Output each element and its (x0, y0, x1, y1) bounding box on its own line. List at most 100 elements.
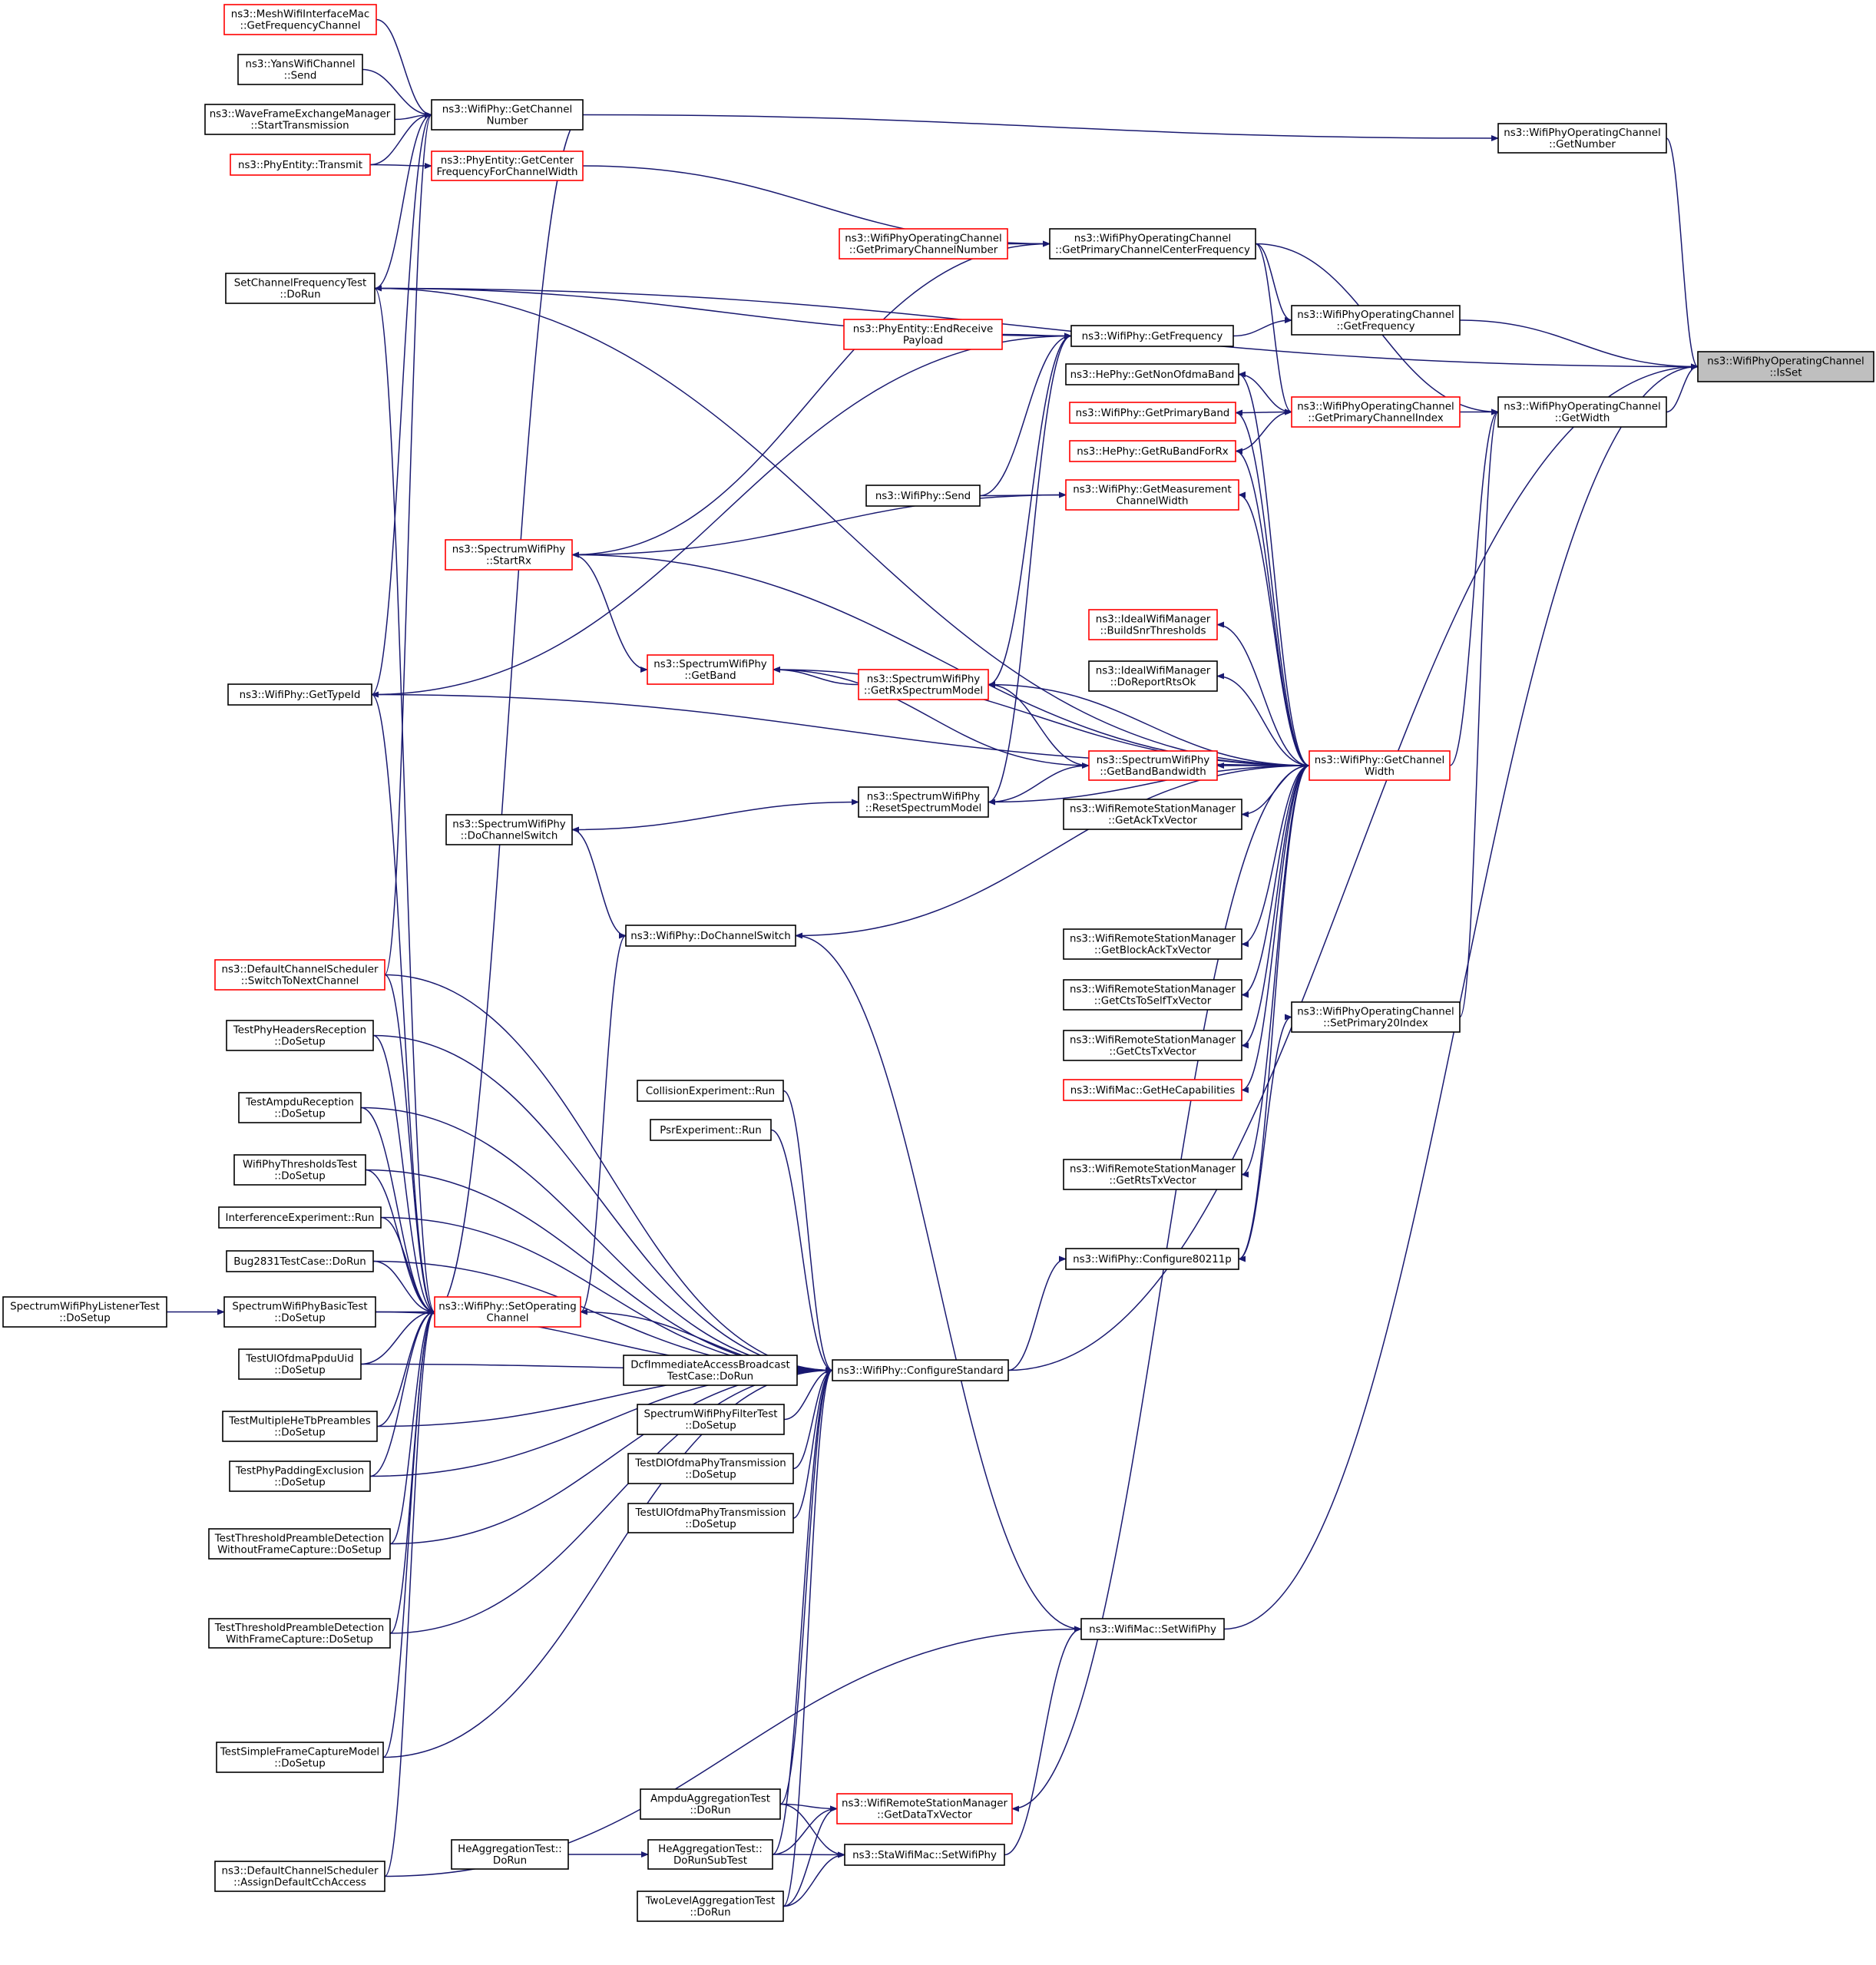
node-testDlOfdma[interactable]: TestDlOfdmaPhyTransmission::DoSetup (627, 1453, 794, 1484)
node-wrsmGetBlockAck[interactable]: ns3::WifiRemoteStationManager::GetBlockA… (1063, 928, 1242, 960)
node-box (1063, 979, 1242, 1011)
edge-wifiPhyGetChannelWidth-to-wrsmGetData (1011, 765, 1310, 1812)
node-testPhyHeaders[interactable]: TestPhyHeadersReception::DoSetup (226, 1020, 374, 1051)
node-interferenceRun[interactable]: InterferenceExperiment::Run (218, 1206, 382, 1229)
node-spectrumFilter[interactable]: SpectrumWifiPhyFilterTest::DoSetup (637, 1404, 785, 1435)
node-opGetFrequency[interactable]: ns3::WifiPhyOperatingChannel::GetFrequen… (1291, 305, 1461, 336)
node-opGetPrimaryChannelCenterFrequency[interactable]: ns3::WifiPhyOperatingChannel::GetPrimary… (1049, 228, 1256, 260)
node-ampduAggTest[interactable]: AmpduAggregationTest::DoRun (640, 1788, 781, 1820)
node-wifiPhySend[interactable]: ns3::WifiPhy::Send (865, 485, 981, 507)
node-psrRun[interactable]: PsrExperiment::Run (650, 1119, 772, 1141)
edge-testSimpleCapture-to-wifiPhySetOperating (382, 1308, 435, 1758)
node-wrsmGetAck[interactable]: ns3::WifiRemoteStationManager::GetAckTxV… (1063, 799, 1242, 830)
node-wifiMacSetWifiPhy[interactable]: ns3::WifiMac::SetWifiPhy (1080, 1618, 1225, 1640)
node-spectrumGetBand[interactable]: ns3::SpectrumWifiPhy::GetBand (647, 654, 774, 685)
node-box (836, 1793, 1013, 1824)
node-hePhyGetNonOfdma[interactable]: ns3::HePhy::GetNonOfdmaBand (1065, 363, 1239, 385)
node-box (637, 1080, 784, 1102)
edge-opSetPrimary20Index-to-opGetWidth (1459, 409, 1499, 1018)
node-box (1063, 1079, 1242, 1101)
node-box (627, 1503, 794, 1533)
node-testUlPpduUid[interactable]: TestUlOfdmaPpduUid::DoSetup (238, 1348, 362, 1380)
node-opGetNumber[interactable]: ns3::WifiPhyOperatingChannel::GetNumber (1497, 123, 1667, 154)
node-wifiPhyGetPrimaryBand[interactable]: ns3::WifiPhy::GetPrimaryBand (1069, 402, 1236, 424)
node-opSetPrimary20Index[interactable]: ns3::WifiPhyOperatingChannel::SetPrimary… (1291, 1001, 1461, 1033)
node-label-line: ::GetBand (684, 670, 736, 682)
edge-wifiPhyGetChannelWidth-to-wrsmGetCtsToSelf (1241, 765, 1310, 998)
node-testPadding[interactable]: TestPhyPaddingExclusion::DoSetup (229, 1461, 371, 1492)
node-spectrumListener[interactable]: SpectrumWifiPhyListenerTest::DoSetup (2, 1296, 167, 1328)
edge-heAggSubTest-to-wrsmGetData (772, 1805, 838, 1855)
node-idealBuildSnr[interactable]: ns3::IdealWifiManager::BuildSnrThreshold… (1088, 609, 1218, 640)
node-label-line: WithoutFrameCapture::DoSetup (217, 1545, 382, 1556)
node-defaultSwitchNext[interactable]: ns3::DefaultChannelScheduler::SwitchToNe… (214, 959, 385, 991)
node-heAggSubTest[interactable]: HeAggregationTest::DoRunSubTest (647, 1839, 773, 1870)
node-hePhyGetRuBand[interactable]: ns3::HePhy::GetRuBandForRx (1069, 440, 1236, 462)
node-testSimpleCapture[interactable]: TestSimpleFrameCaptureModel::DoSetup (216, 1742, 384, 1773)
node-testThreshNoCapture[interactable]: TestThresholdPreambleDetectionWithoutFra… (208, 1528, 391, 1560)
node-wrsmGetData[interactable]: ns3::WifiRemoteStationManager::GetDataTx… (836, 1793, 1013, 1824)
node-spectrumGetBandBw[interactable]: ns3::SpectrumWifiPhy::GetBandBandwidth (1088, 750, 1218, 781)
node-wifiPhyGetTypeId[interactable]: ns3::WifiPhy::GetTypeId (227, 683, 372, 706)
node-label-line: TestCase::DoRun (667, 1371, 753, 1383)
edge-wifiPhyDoChannelSwitch-to-wifiMacSetWifiPhy (795, 935, 1082, 1633)
edge-spectrumStartRx-to-wifiPhyGetMeasurement (571, 491, 1067, 556)
node-label-line: ns3::WifiPhy::GetPrimaryBand (1076, 408, 1230, 419)
node-opGetPrimaryChannelIndex[interactable]: ns3::WifiPhyOperatingChannel::GetPrimary… (1291, 396, 1461, 428)
node-spectrumReset[interactable]: ns3::SpectrumWifiPhy::ResetSpectrumModel (858, 786, 989, 818)
node-phyEntityTransmit[interactable]: ns3::PhyEntity::Transmit (230, 154, 371, 176)
node-root[interactable]: ns3::WifiPhyOperatingChannel::IsSet (1697, 351, 1874, 382)
node-idealDoReport[interactable]: ns3::IdealWifiManager::DoReportRtsOk (1088, 660, 1218, 692)
node-spectrumBasic[interactable]: SpectrumWifiPhyBasicTest::DoSetup (223, 1296, 376, 1328)
node-box (865, 485, 981, 507)
node-label-line: ns3::WifiPhy::GetChannel (442, 104, 572, 116)
node-bug2831[interactable]: Bug2831TestCase::DoRun (226, 1250, 374, 1272)
node-wrsmGetRts[interactable]: ns3::WifiRemoteStationManager::GetRtsTxV… (1063, 1159, 1242, 1190)
node-box (1497, 123, 1667, 154)
node-heAggTest[interactable]: HeAggregationTest::DoRun (451, 1839, 569, 1870)
node-wifiPhyConfigureStandard[interactable]: ns3::WifiPhy::ConfigureStandard (832, 1359, 1009, 1381)
node-testAmpduRx[interactable]: TestAmpduReception::DoSetup (238, 1092, 362, 1123)
node-wifiPhyThresholds[interactable]: WifiPhyThresholdsTest::DoSetup (233, 1154, 366, 1186)
node-yansSend[interactable]: ns3::YansWifiChannel::Send (237, 54, 363, 85)
node-defaultAssign[interactable]: ns3::DefaultChannelScheduler::AssignDefa… (214, 1861, 385, 1892)
node-testThreshCapture[interactable]: TestThresholdPreambleDetectionWithFrameC… (208, 1618, 391, 1649)
edge-heAggSubTest-to-staSetWifiPhy (772, 1851, 845, 1858)
node-phyEntityGetCenter[interactable]: ns3::PhyEntity::GetCenterFrequencyForCha… (431, 151, 584, 181)
node-testMultipleHeTb[interactable]: TestMultipleHeTbPreambles::DoSetup (222, 1411, 378, 1442)
node-collisionRun[interactable]: CollisionExperiment::Run (637, 1080, 784, 1102)
node-label-line: DoRun (493, 1855, 527, 1867)
node-wrsmGetCts[interactable]: ns3::WifiRemoteStationManager::GetCtsTxV… (1063, 1030, 1242, 1061)
node-spectrumStartRx[interactable]: ns3::SpectrumWifiPhy::StartRx (445, 539, 573, 571)
node-label-line: SpectrumWifiPhyBasicTest (232, 1302, 367, 1313)
node-dcfImmediate[interactable]: DcfImmediateAccessBroadcastTestCase::DoR… (623, 1355, 798, 1386)
node-wifiPhyDoChannelSwitch[interactable]: ns3::WifiPhy::DoChannelSwitch (625, 925, 796, 947)
node-label-line: ns3::WifiRemoteStationManager (1070, 1035, 1236, 1047)
node-label-line: ::ResetSpectrumModel (865, 803, 982, 815)
node-setChannelFreqTest[interactable]: SetChannelFrequencyTest::DoRun (225, 273, 376, 304)
node-meshGetFreq[interactable]: ns3::MeshWifiInterfaceMac::GetFrequencyC… (223, 4, 377, 35)
edge-wifiPhyGetChannelWidth-to-wrsmGetCts (1241, 765, 1310, 1049)
node-wifiPhyConfigure80211p[interactable]: ns3::WifiPhy::Configure80211p (1065, 1248, 1239, 1270)
node-opGetPrimaryChannelNumber[interactable]: ns3::WifiPhyOperatingChannel::GetPrimary… (839, 228, 1008, 260)
node-staSetWifiPhy[interactable]: ns3::StaWifiMac::SetWifiPhy (844, 1844, 1005, 1866)
node-waveStart[interactable]: ns3::WaveFrameExchangeManager::StartTran… (204, 104, 395, 135)
node-spectrumGetRxModel[interactable]: ns3::SpectrumWifiPhy::GetRxSpectrumModel (858, 669, 989, 700)
node-testUlOfdma[interactable]: TestUlOfdmaPhyTransmission::DoSetup (627, 1503, 794, 1533)
node-label-line: ::GetBandBandwidth (1100, 766, 1206, 778)
node-wifiPhyGetFrequency[interactable]: ns3::WifiPhy::GetFrequency (1070, 325, 1234, 347)
node-spectrumDoChannelSwitch[interactable]: ns3::SpectrumWifiPhy::DoChannelSwitch (445, 814, 573, 845)
node-label-line: ::DoSetup (274, 1427, 326, 1439)
node-label-line: CollisionExperiment::Run (646, 1086, 775, 1097)
node-opGetWidth[interactable]: ns3::WifiPhyOperatingChannel::GetWidth (1497, 396, 1667, 428)
node-wrsmGetCtsToSelf[interactable]: ns3::WifiRemoteStationManager::GetCtsToS… (1063, 979, 1242, 1011)
node-wifiMacGetHe[interactable]: ns3::WifiMac::GetHeCapabilities (1063, 1079, 1242, 1101)
node-box (623, 1355, 798, 1386)
edge-spectrumReset-to-spectrumGetBandBw (988, 763, 1090, 803)
node-twoLevelAgg[interactable]: TwoLevelAggregationTest::DoRun (637, 1891, 784, 1922)
